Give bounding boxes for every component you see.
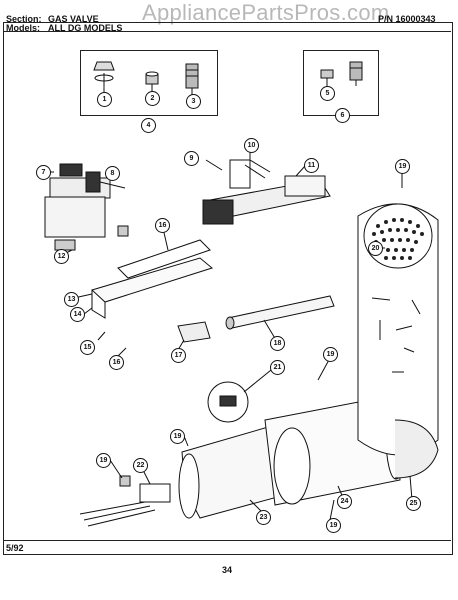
section-value: GAS VALVE [48,14,99,24]
models-label: Models: [6,23,41,33]
part-6-orifice [349,61,363,81]
callout-11: 11 [304,158,319,173]
callout-19c: 19 [170,429,185,444]
callout-17: 17 [171,348,186,363]
callout-19a: 19 [395,159,410,174]
part-2-fitting [145,71,159,85]
part-5-cap [320,69,334,79]
callout-20: 20 [368,241,383,256]
callout-10: 10 [244,138,259,153]
callout-3: 3 [186,94,201,109]
callout-6: 6 [335,108,350,123]
diagram-frame [3,22,453,555]
callout-21: 21 [270,360,285,375]
duct-grille [372,218,424,260]
callout-18: 18 [270,336,285,351]
igniter-tube [225,295,335,330]
section-label: Section: [6,14,42,24]
models-value: ALL DG MODELS [48,23,123,33]
sensor-switch [79,475,171,527]
part-3-orifice [185,63,199,89]
callout-19b: 19 [323,347,338,362]
part-number: P/N 16000343 [378,14,436,24]
callout-13: 13 [64,292,79,307]
callout-23: 23 [256,510,271,525]
burner-assembly [202,159,331,225]
page-number: 34 [222,565,233,575]
callout-16b: 16 [109,355,124,370]
revision-date: 5/92 [6,543,24,553]
callout-19e: 19 [326,518,341,533]
callout-7: 7 [36,165,51,180]
models-divider [3,31,451,32]
mounting-bracket [91,239,214,319]
callout-4: 4 [141,118,156,133]
callout-24: 24 [337,494,352,509]
callout-2: 2 [145,91,160,106]
callout-15: 15 [80,340,95,355]
callout-5: 5 [320,86,335,101]
callout-9: 9 [184,151,199,166]
callout-22: 22 [133,458,148,473]
limit-switch-inset [207,381,249,423]
callout-12: 12 [54,249,69,264]
group-box-4 [80,50,218,116]
callout-19d: 19 [96,453,111,468]
callout-1: 1 [97,92,112,107]
gas-valve-assembly [44,163,129,251]
part-17-valve [177,321,211,343]
watermark: AppliancePartsPros.com [142,0,390,25]
callout-14: 14 [70,307,85,322]
callout-8: 8 [105,166,120,181]
callout-16a: 16 [155,218,170,233]
callout-25: 25 [406,496,421,511]
footer-divider [3,540,451,541]
